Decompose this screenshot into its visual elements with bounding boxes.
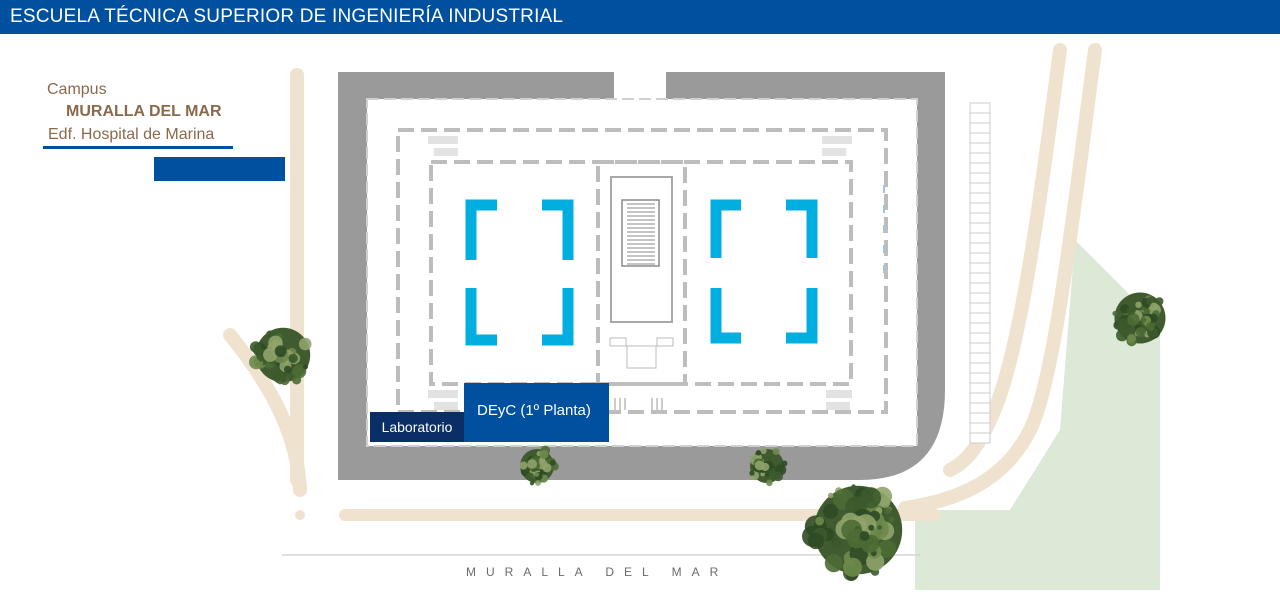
street-label: MURALLA DEL MAR <box>466 565 729 579</box>
green-area <box>915 240 1160 590</box>
campus-underline <box>43 146 233 149</box>
door-marks <box>614 398 663 410</box>
room-deyc[interactable]: DEyC (1º Planta) <box>464 383 609 442</box>
building-name: Edf. Hospital de Marina <box>48 126 215 143</box>
courtyard-brackets <box>465 199 818 346</box>
tree-icon <box>802 484 903 581</box>
small-rooms <box>428 136 852 410</box>
header-title: ESCUELA TÉCNICA SUPERIOR DE INGENIERÍA I… <box>10 6 564 27</box>
room-laboratorio[interactable]: Laboratorio <box>370 412 464 442</box>
blue-badge <box>154 157 285 181</box>
room-laboratorio-label: Laboratorio <box>381 419 453 435</box>
staircase-icon <box>621 199 660 267</box>
parking-lines <box>970 112 990 434</box>
tree-icon <box>519 445 559 486</box>
campus-label: Campus <box>47 81 107 98</box>
stair-landing <box>609 337 674 369</box>
tree-icon <box>249 327 312 386</box>
tree-icon <box>749 447 788 487</box>
room-deyc-label: DEyC (1º Planta) <box>477 402 591 419</box>
campus-name: MURALLA DEL MAR <box>66 103 222 120</box>
tree-icon <box>1112 292 1166 347</box>
corridors <box>396 128 888 414</box>
header-bar: ESCUELA TÉCNICA SUPERIOR DE INGENIERÍA I… <box>0 0 1280 34</box>
trees <box>249 292 1166 581</box>
